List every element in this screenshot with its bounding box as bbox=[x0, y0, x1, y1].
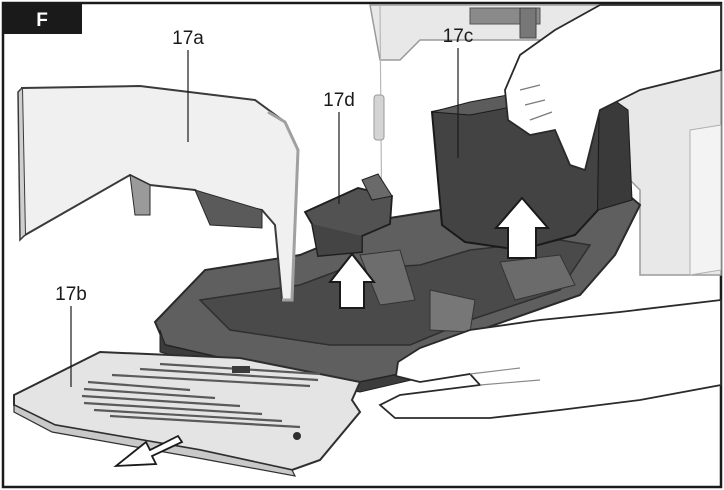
panel-letter: F bbox=[36, 10, 48, 31]
panel-tag bbox=[4, 4, 82, 34]
arrow-up-icon bbox=[493, 196, 551, 259]
label-small-part: 17d bbox=[323, 90, 355, 111]
label-grid: 17b bbox=[55, 284, 87, 305]
lower-hand bbox=[378, 298, 722, 419]
arrow-down-left-icon bbox=[113, 434, 184, 468]
label-cover: 17a bbox=[172, 28, 204, 49]
small-part bbox=[303, 173, 393, 257]
cover-part bbox=[17, 84, 300, 302]
upper-hand bbox=[504, 4, 722, 172]
grid-plate bbox=[13, 350, 362, 477]
arrow-up-icon bbox=[327, 252, 377, 309]
label-container: 17c bbox=[443, 26, 474, 47]
